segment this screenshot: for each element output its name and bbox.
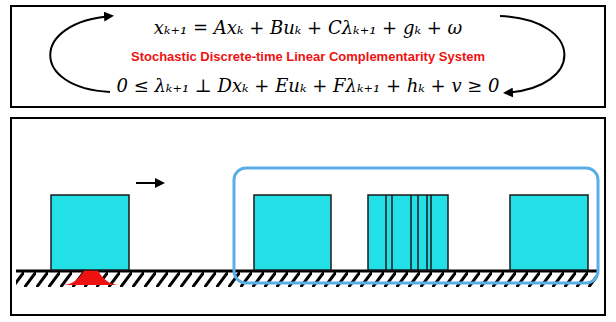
- group-outline: [234, 168, 598, 283]
- equation: xₖ₊₁ = Axₖ + Buₖ + Cλₖ₊₁ + gₖ + ω: [154, 17, 462, 38]
- cycle-arrow: [50, 16, 112, 92]
- push-arrow: [136, 182, 163, 184]
- scene-frame: [11, 118, 605, 315]
- block-edges: [386, 195, 431, 270]
- equation: 0 ≤ λₖ₊₁ ⊥ Dxₖ + Euₖ + Fλₖ₊₁ + hₖ + v ≥ …: [116, 75, 499, 96]
- cycle-arrow: [500, 16, 564, 93]
- pushed-block: [51, 195, 129, 270]
- block-stack: [368, 195, 448, 270]
- block: [510, 195, 588, 270]
- equation-panel: xₖ₊₁ = Axₖ + Buₖ + Cλₖ₊₁ + gₖ + ω Stochas…: [10, 5, 606, 108]
- block: [254, 195, 331, 270]
- system-title: Stochastic Discrete-time Linear Compleme…: [131, 49, 485, 64]
